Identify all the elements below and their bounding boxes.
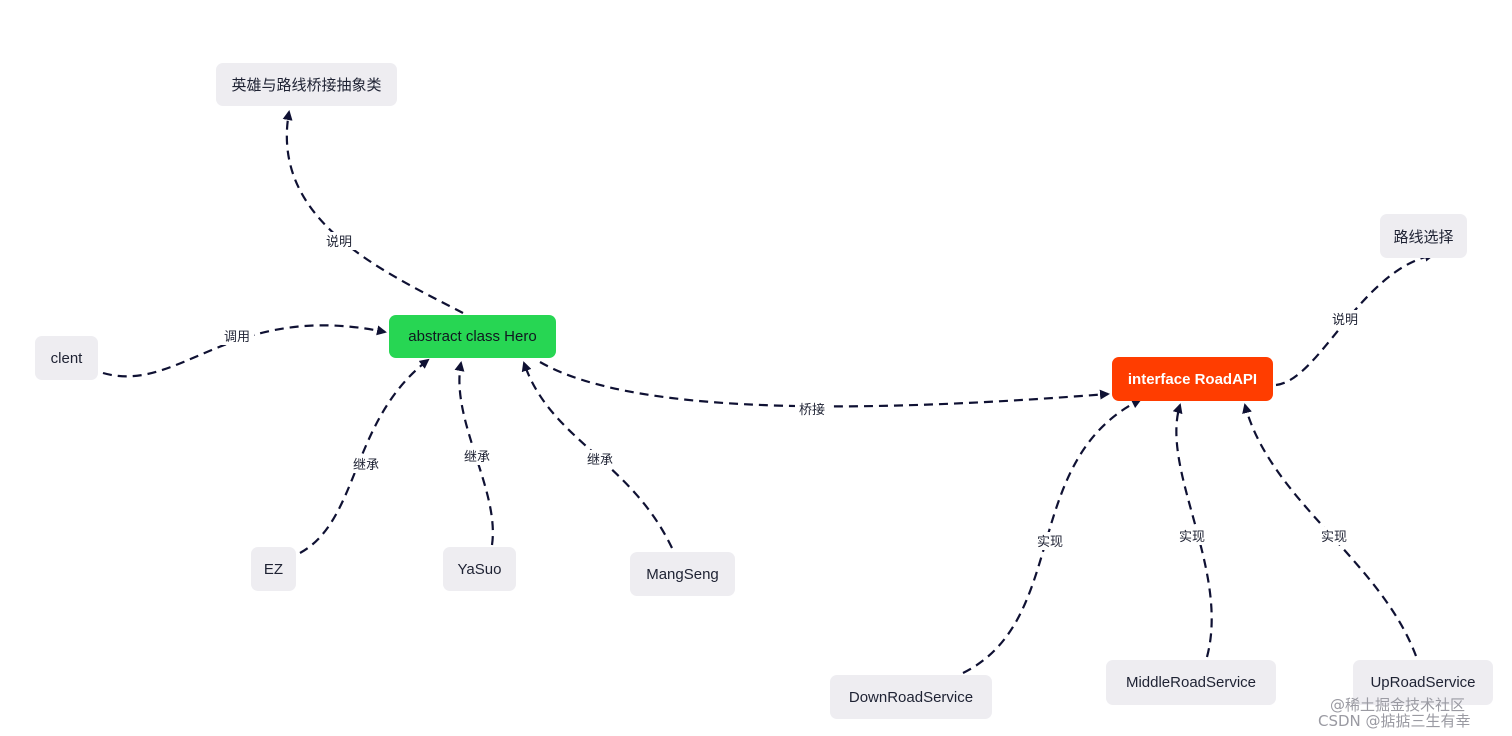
edge-hero-to-roadapi [539, 361, 1110, 408]
edge-label-hero-desc: 说明 [322, 232, 356, 250]
svg-text:说明: 说明 [326, 234, 352, 249]
node-interface-roadapi[interactable]: interface RoadAPI [1112, 357, 1273, 401]
edge-label-road-desc: 说明 [1328, 310, 1362, 328]
edge-label-down-road: 实现 [1033, 532, 1067, 550]
node-abstract-class-hero[interactable]: abstract class Hero [389, 315, 556, 358]
node-mangseng[interactable]: MangSeng [630, 552, 735, 596]
svg-text:说明: 说明 [1332, 312, 1358, 327]
node-yasuo[interactable]: YaSuo [443, 547, 516, 591]
watermark-line-2: CSDN @掂掂三生有幸 [1318, 712, 1471, 730]
svg-text:调用: 调用 [224, 329, 250, 344]
node-hero-description[interactable]: 英雄与路线桥接抽象类 [216, 63, 397, 106]
node-clent[interactable]: clent [35, 336, 98, 380]
svg-text:实现: 实现 [1179, 529, 1205, 544]
svg-text:继承: 继承 [353, 457, 379, 472]
node-road-description[interactable]: 路线选择 [1380, 214, 1467, 258]
node-ez[interactable]: EZ [251, 547, 296, 591]
edge-label-yasuo-hero: 继承 [460, 447, 494, 465]
edge-down-to-roadapi [962, 399, 1142, 674]
edge-hero-to-description [282, 110, 464, 314]
svg-text:实现: 实现 [1321, 529, 1347, 544]
edge-label-hero-road: 桥接 [795, 400, 829, 418]
svg-text:桥接: 桥接 [799, 402, 825, 417]
edge-label-middle-road: 实现 [1175, 527, 1209, 545]
node-middleroadservice[interactable]: MiddleRoadService [1106, 660, 1276, 705]
watermark-line-1: @稀土掘金技术社区 [1330, 696, 1466, 714]
svg-text:继承: 继承 [587, 452, 613, 467]
edge-label-up-road: 实现 [1317, 527, 1351, 545]
svg-text:继承: 继承 [464, 449, 490, 464]
edge-label-mangseng-hero: 继承 [583, 450, 617, 468]
edge-label-clent-hero: 调用 [220, 327, 254, 345]
node-uproadservice[interactable]: UpRoadService [1353, 660, 1493, 705]
edge-label-ez-hero: 继承 [349, 455, 383, 473]
node-downroadservice[interactable]: DownRoadService [830, 675, 992, 719]
svg-text:实现: 实现 [1037, 534, 1063, 549]
edge-middle-to-roadapi [1172, 403, 1213, 658]
